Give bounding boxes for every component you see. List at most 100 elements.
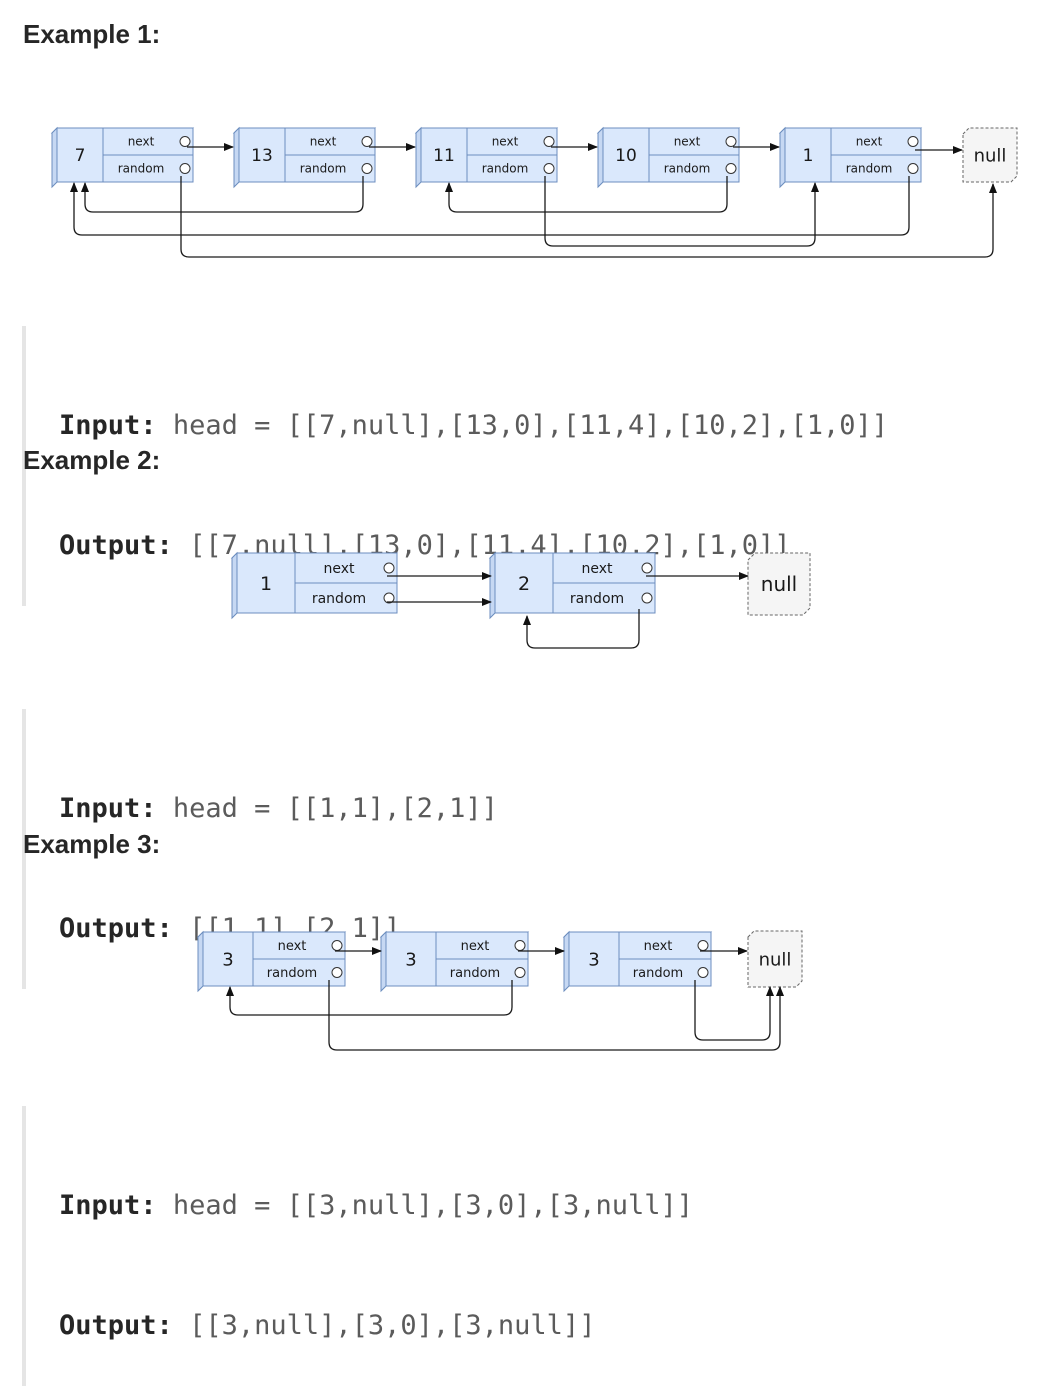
node-row: 1 next random 2 next random null (230, 551, 811, 620)
list-node: 3 next random (562, 930, 713, 993)
random-pointer-dot (383, 592, 395, 604)
next-pointer-dot (641, 562, 653, 574)
output-label: Output: (59, 1310, 173, 1341)
random-arrow (544, 176, 819, 247)
random-pointer-dot (331, 967, 343, 978)
node-value: 2 (518, 573, 530, 595)
list-node: 2 next random (488, 551, 657, 620)
node-value: 7 (75, 146, 86, 166)
input-line: Input: head = [[7,null],[13,0],[11,4],[1… (59, 406, 888, 446)
next-pointer-dot (179, 136, 191, 147)
random-field-label: random (312, 591, 366, 607)
random-pointer-dot (361, 163, 373, 174)
node-row: 7 next random 13 next random 11 next random 10 nex… (50, 126, 1018, 189)
list-node: 7 next random (50, 126, 195, 189)
node-value: 1 (260, 573, 272, 595)
random-field-label: random (570, 591, 624, 607)
input-line: Input: head = [[1,1],[2,1]] (59, 789, 498, 829)
node-value: 1 (803, 146, 814, 166)
next-field-label: next (128, 135, 155, 149)
random-arrow (226, 980, 513, 1016)
next-pointer-dot (907, 136, 919, 147)
example-3-diagram: 3 next random 3 next random 3 next random null (196, 930, 803, 1051)
output-line: Output: [[3,null],[3,0],[3,null]] (59, 1306, 693, 1346)
list-node: 3 next random (196, 930, 347, 993)
link-arrows (70, 143, 997, 258)
null-label: null (759, 949, 792, 970)
list-node: 1 next random (778, 126, 923, 189)
random-field-label: random (633, 966, 683, 981)
random-arrow (180, 176, 997, 258)
random-field-label: random (482, 162, 529, 176)
next-field-label: next (492, 135, 519, 149)
node-value: 13 (251, 146, 273, 166)
next-pointer-dot (725, 136, 737, 147)
output-label: Output: (59, 913, 173, 944)
next-pointer-dot (383, 562, 395, 574)
random-pointer-dot (543, 163, 555, 174)
next-pointer-dot (543, 136, 555, 147)
node-value: 10 (615, 146, 637, 166)
random-pointer-dot (514, 967, 526, 978)
node-value: 3 (588, 949, 599, 970)
link-arrows (387, 572, 749, 649)
next-field-label: next (278, 939, 307, 954)
node-value: 11 (433, 146, 455, 166)
random-arrow (523, 609, 640, 649)
example-1-heading: Example 1: (23, 19, 161, 49)
next-pointer-dot (697, 940, 709, 951)
random-arrow (70, 176, 910, 236)
null-node: null (962, 127, 1018, 183)
random-pointer-dot (641, 592, 653, 604)
example-3-heading: Example 3: (23, 829, 161, 859)
list-node: 1 next random (230, 551, 399, 620)
random-arrow (328, 980, 784, 1051)
null-node: null (747, 930, 803, 988)
random-field-label: random (846, 162, 893, 176)
example-2-diagram: 1 next random 2 next random null (230, 551, 811, 649)
next-field-label: next (461, 939, 490, 954)
next-pointer-dot (331, 940, 343, 951)
input-value: head = [[7,null],[13,0],[11,4],[10,2],[1… (172, 410, 889, 441)
node-value: 3 (405, 949, 416, 970)
random-field-label: random (300, 162, 347, 176)
null-label: null (974, 145, 1007, 166)
next-field-label: next (856, 135, 883, 149)
list-node: 10 next random (596, 126, 741, 189)
example-2-heading: Example 2: (23, 445, 161, 475)
next-pointer-dot (514, 940, 526, 951)
null-node: null (747, 552, 811, 616)
random-arrow (81, 176, 364, 213)
next-field-label: next (644, 939, 673, 954)
random-pointer-dot (179, 163, 191, 174)
link-arrows (226, 947, 784, 1051)
node-row: 3 next random 3 next random 3 next random null (196, 930, 803, 993)
random-field-label: random (118, 162, 165, 176)
node-value: 3 (222, 949, 233, 970)
random-pointer-dot (697, 967, 709, 978)
input-label: Input: (59, 793, 157, 824)
list-node: 3 next random (379, 930, 530, 993)
random-arrow (694, 980, 774, 1041)
input-line: Input: head = [[3,null],[3,0],[3,null]] (59, 1186, 693, 1226)
null-label: null (761, 572, 797, 596)
next-pointer-dot (361, 136, 373, 147)
random-arrow (445, 176, 728, 213)
random-pointer-dot (725, 163, 737, 174)
output-label: Output: (59, 530, 173, 561)
random-field-label: random (450, 966, 500, 981)
random-field-label: random (664, 162, 711, 176)
output-value: [[3,null],[3,0],[3,null]] (189, 1310, 596, 1341)
random-field-label: random (267, 966, 317, 981)
random-pointer-dot (907, 163, 919, 174)
input-value: head = [[1,1],[2,1]] (172, 793, 498, 824)
example-1-diagram: 7 next random 13 next random 11 next random 10 nex… (50, 126, 1018, 258)
next-field-label: next (310, 135, 337, 149)
example-3-code: Input: head = [[3,null],[3,0],[3,null]] … (22, 1106, 693, 1386)
next-field-label: next (674, 135, 701, 149)
next-field-label: next (323, 561, 355, 577)
input-label: Input: (59, 410, 157, 441)
list-node: 13 next random (232, 126, 377, 189)
next-field-label: next (581, 561, 613, 577)
list-node: 11 next random (414, 126, 559, 189)
